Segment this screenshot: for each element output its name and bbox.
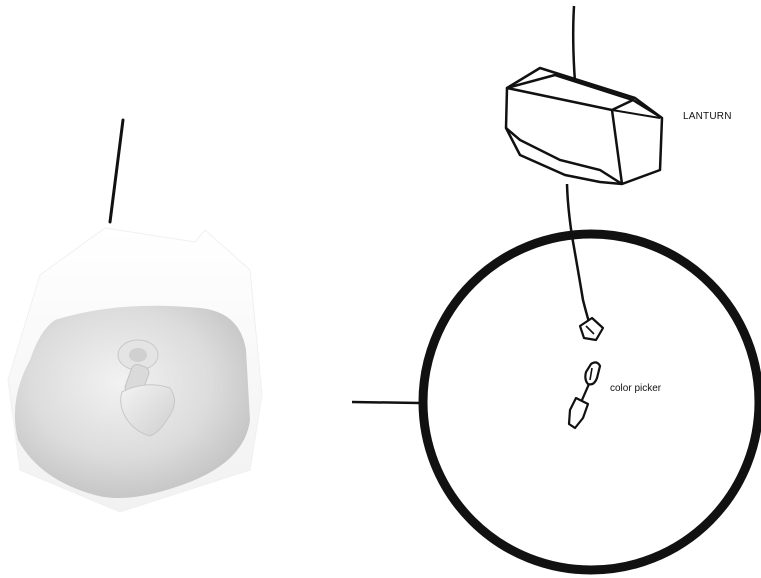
color-picker-tool (567, 361, 602, 430)
detail-circle (418, 229, 761, 575)
cord-clip (578, 316, 605, 342)
lanturn-body-edge-right (632, 98, 663, 120)
lanturn-top-cord (571, 5, 577, 83)
detail-cord (570, 235, 591, 323)
lamp-render-socket-core (129, 348, 147, 362)
lanturn-body-edge-mid (611, 109, 661, 119)
color-picker-bulb-inner (589, 367, 593, 381)
color-picker-tip (567, 396, 590, 430)
lanturn-body-edge-front (610, 109, 624, 185)
detail-callout-line (351, 400, 421, 405)
lanturn-label: LANTURN (683, 111, 732, 122)
lamp-render (7, 118, 263, 513)
cord-clip-body (578, 316, 605, 342)
color-picker-bulb (584, 361, 602, 386)
lamp-render-cord (108, 118, 125, 224)
cord-clip-detail (585, 325, 595, 335)
lamp-render-bulb (120, 384, 175, 437)
color-picker-label: color picker (610, 383, 662, 394)
color-picker-stem (580, 383, 591, 401)
lanturn-body-bottom-edge (505, 127, 623, 186)
